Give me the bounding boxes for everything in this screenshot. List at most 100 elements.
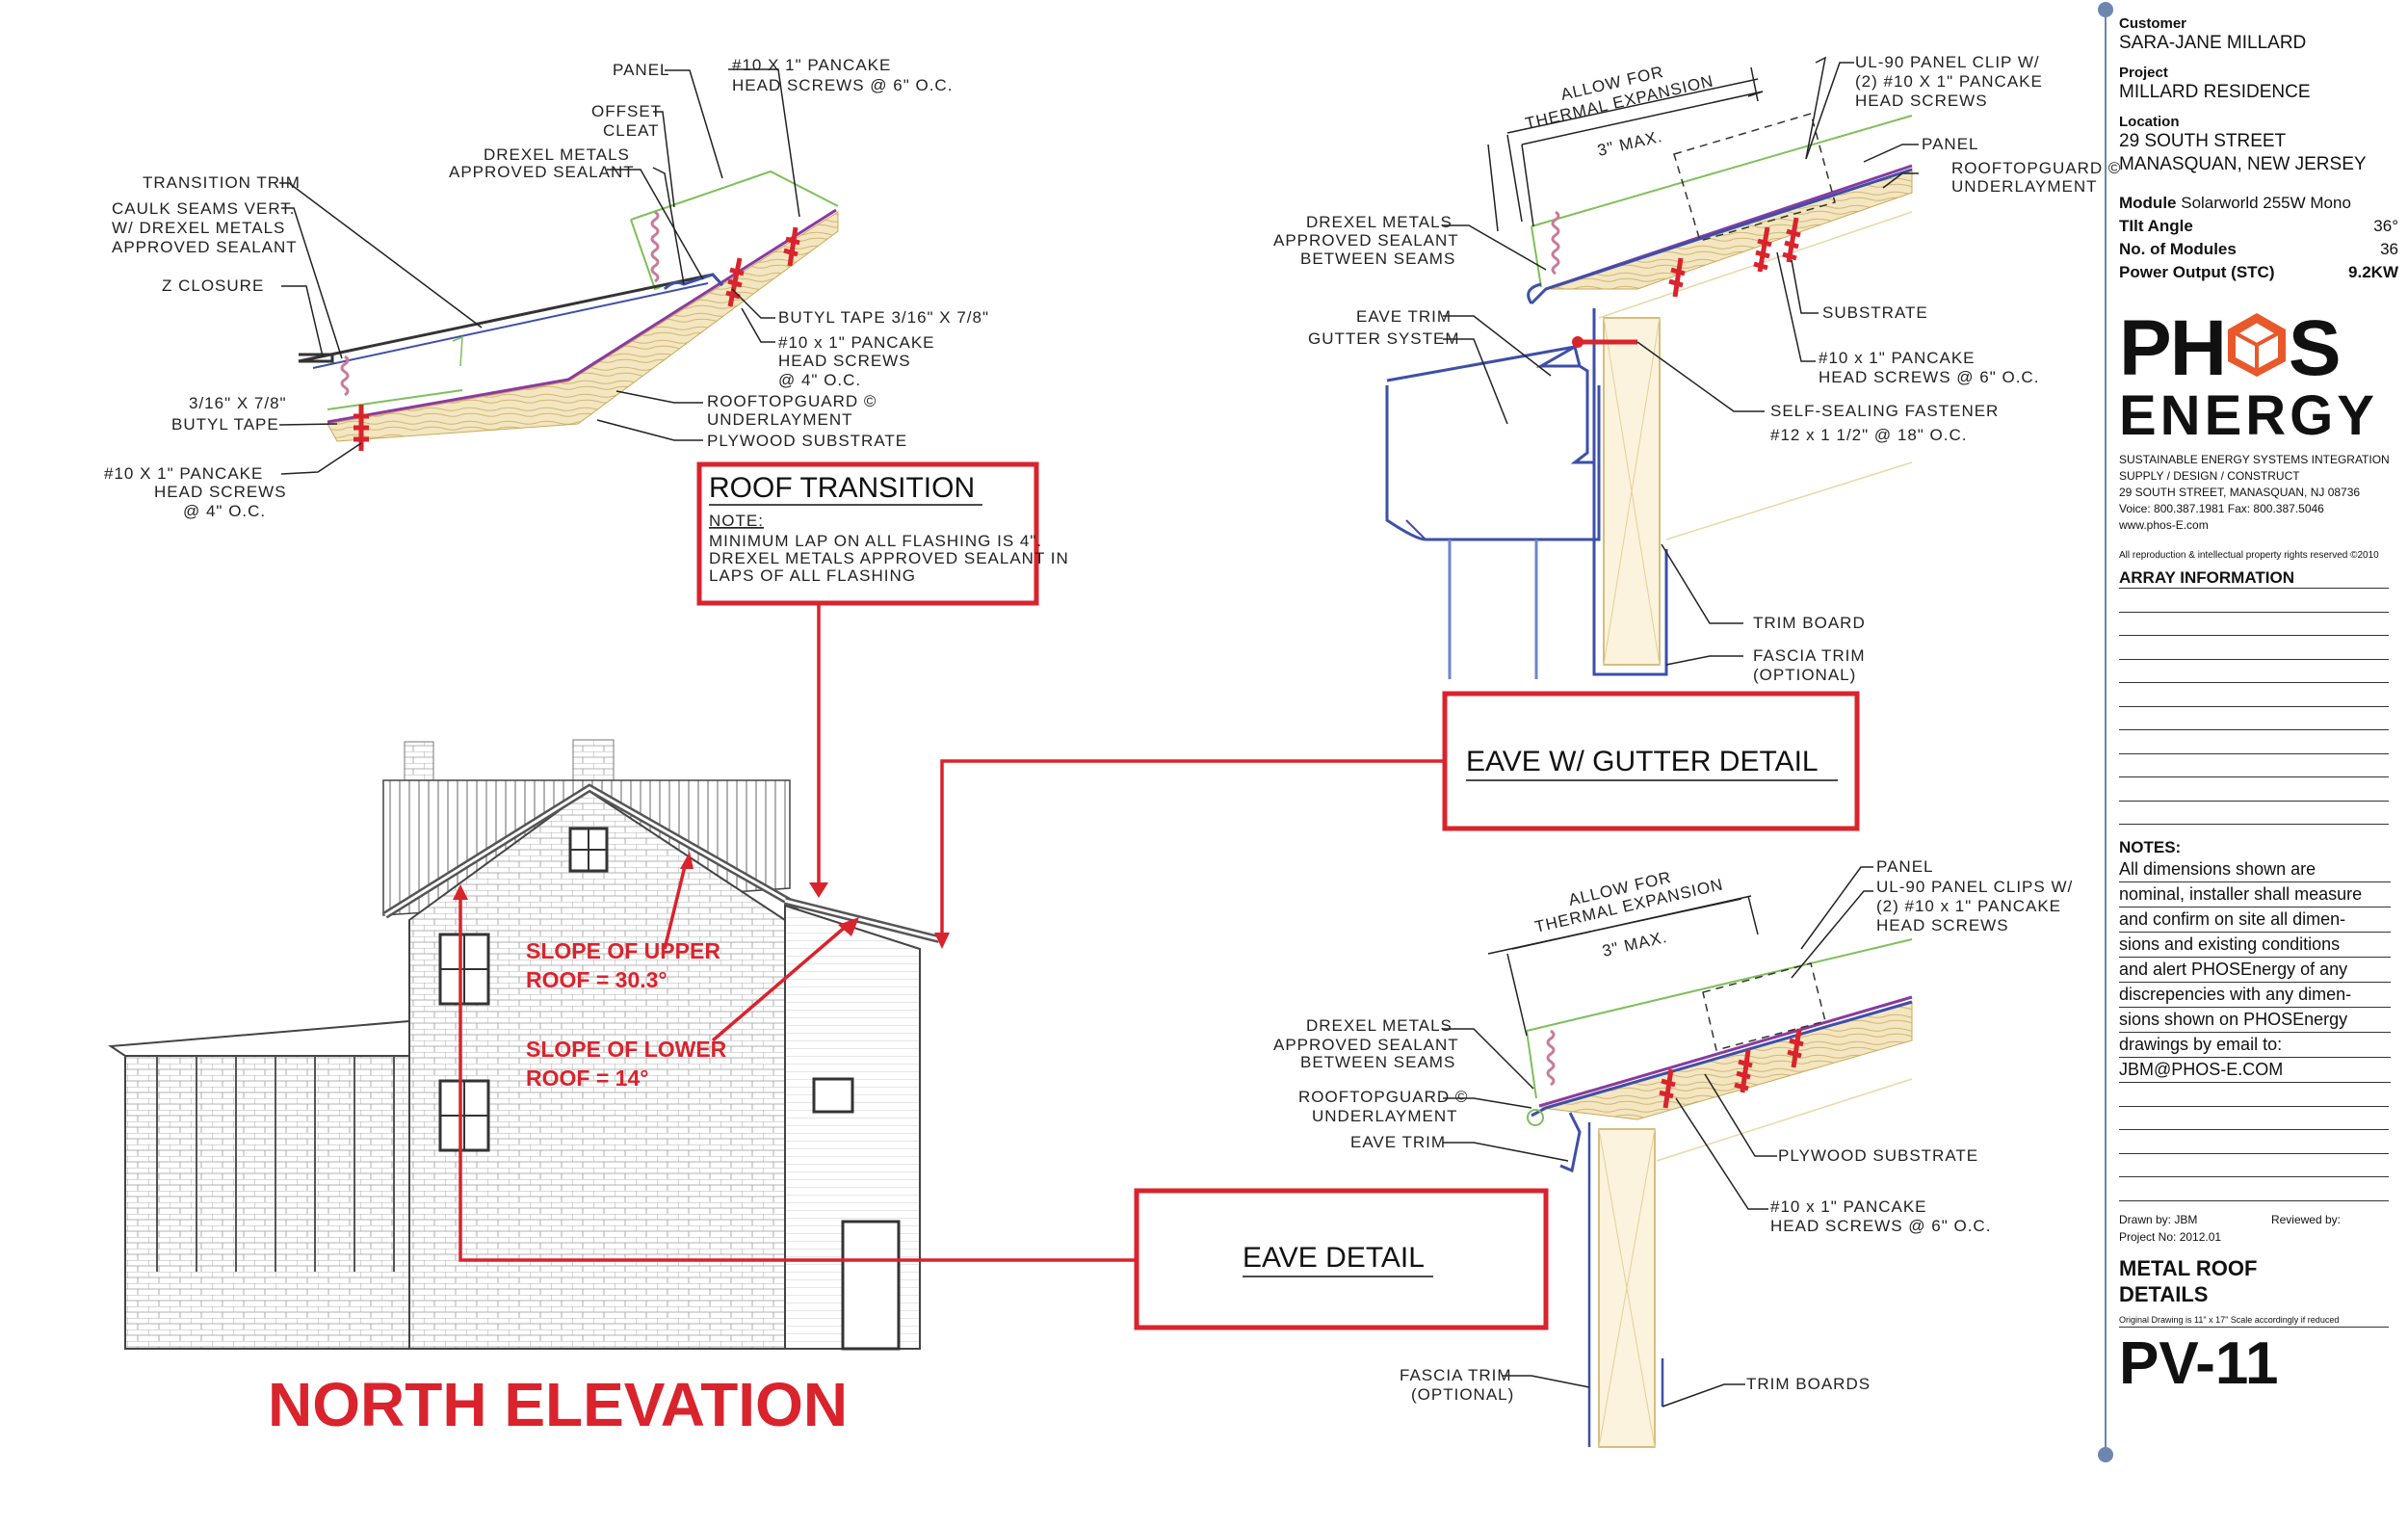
note-line-1: All dimensions shown are [2119,857,2391,882]
eave-clips-1: UL-90 PANEL CLIPS W/ [1876,878,2073,896]
power-value: 9.2KW [2348,263,2398,281]
rt-offset-1: OFFSET [591,102,662,120]
eave-plywood: PLYWOOD SUBSTRATE [1778,1146,1978,1165]
note-line-8: drawings by email to: [2119,1033,2391,1058]
rt-caulk-1: CAULK SEAMS VERT. [112,199,296,218]
company-line-2: SUPPLY / DESIGN / CONSTRUCT [2119,469,2300,483]
module-label: Module [2119,194,2177,212]
roof-transition-detail: PANEL #10 X 1" PANCAKE HEAD SCREWS @ 6" … [104,56,1068,606]
sheet-title-line-2: DETAILS [2119,1281,2209,1306]
rt-panel-label: PANEL [613,61,670,79]
company-line-1: SUSTAINABLE ENERGY SYSTEMS INTEGRATION [2119,453,2390,466]
logo-energy: ENERGY [2119,384,2378,447]
eave-underlayment-2: UNDERLAYMENT [1312,1107,1457,1125]
eave-gutter-box [1442,691,1860,831]
rt-sealant-1: DREXEL METALS [484,145,630,164]
eave-max: 3" MAX. [1601,928,1669,960]
array-info-lines [2119,589,2389,825]
eg-clip-1: UL-90 PANEL CLIP W/ [1855,53,2040,71]
eave-detail: ALLOW FOR THERMAL EXPANSION 3" MAX. PANE… [1134,857,2073,1448]
slope-upper-1: SLOPE OF UPPER [526,938,720,963]
sheet-title: METAL ROOF DETAILS [2119,1255,2400,1307]
tilt-value: 36° [2373,217,2398,235]
module-value: Solarworld 255W Mono [2181,194,2351,212]
rt-plywood: PLYWOOD SUBSTRATE [707,432,907,450]
note-line-4: sions and existing conditions [2119,933,2391,958]
eg-screws-1: #10 x 1" PANCAKE [1819,349,1976,367]
rt-screws-right-2: HEAD SCREWS [778,352,911,370]
drawn-by: Drawn by: JBM [2119,1212,2198,1226]
location-line-1: 29 SOUTH STREET [2119,131,2287,151]
modules-label: No. of Modules [2119,240,2237,258]
eg-substrate: SUBSTRATE [1822,303,1928,322]
eave-fascia-2: (OPTIONAL) [1411,1385,1514,1404]
note-line-3: and confirm on site all dimen- [2119,908,2391,933]
eave-clips-2: (2) #10 x 1" PANCAKE [1876,897,2061,915]
eg-trim-board-label: TRIM BOARD [1753,614,1866,632]
project-value: MILLARD RESIDENCE [2119,82,2311,102]
rt-butyl-right: BUTYL TAPE 3/16" X 7/8" [778,308,989,327]
rt-offset-2: CLEAT [603,121,660,140]
logo-phos-s: S [2288,304,2342,392]
logo-phos-ph: PH [2119,304,2227,392]
title-block-rail [2098,2,2113,1462]
slope-upper-2: ROOF = 30.3° [526,967,667,992]
eg-fastener-1: SELF-SEALING FASTENER [1770,402,1999,420]
drawn-reviewed-row: Drawn by: JBM Reviewed by: [2119,1213,2341,1226]
sheet-title-line-1: METAL ROOF [2119,1255,2258,1280]
rt-note-line-1: MINIMUM LAP ON ALL FLASHING IS 4". [709,532,1042,550]
original-drawing-note: Original Drawing is 11" x 17" Scale acco… [2119,1313,2389,1328]
project-number: Project No: 2012.01 [2119,1229,2222,1244]
eg-underlayment-1: ROOFTOPGUARD © [1951,159,2121,177]
rights-text: All reproduction & intellectual property… [2119,550,2379,561]
eg-sealant-3: BETWEEN SEAMS [1300,250,1455,268]
eave-clips-3: HEAD SCREWS [1876,916,2009,934]
project-label: Project [2119,65,2168,81]
eg-sealant-2: APPROVED SEALANT [1273,231,1459,250]
eave-sealant-2: APPROVED SEALANT [1273,1036,1459,1054]
eave-gutter-title: EAVE W/ GUTTER DETAIL [1466,746,1819,777]
eg-eave-trim: EAVE TRIM [1356,307,1452,326]
note-line-2: nominal, installer shall measure [2119,882,2391,908]
eg-gutter: GUTTER SYSTEM [1308,329,1460,348]
reviewed-by: Reviewed by: [2270,1212,2341,1226]
rt-note-line-3: LAPS OF ALL FLASHING [709,566,916,585]
rt-screws-top-2: HEAD SCREWS @ 6" O.C. [732,76,953,94]
location-line-2: MANASQUAN, NEW JERSEY [2119,154,2367,174]
customer-label: Customer [2119,15,2187,32]
eave-underlayment-1: ROOFTOPGUARD © [1298,1088,1468,1106]
rt-sealant-2: APPROVED SEALANT [449,163,635,181]
rt-butyl-left-b: BUTYL TAPE [171,415,279,434]
company-line-5: www.phos-E.com [2119,518,2209,532]
eave-box [1134,1188,1549,1330]
rt-butyl-left-a: 3/16" X 7/8" [189,394,287,412]
location-label: Location [2119,114,2180,130]
rt-caulk-2: W/ DREXEL METALS [112,219,285,237]
eg-max: 3" MAX. [1596,127,1664,160]
rt-note-label: NOTE: [709,512,764,530]
power-row: Power Output (STC) 9.2KW [2119,261,2398,284]
notes-heading: NOTES: [2119,838,2182,856]
rt-screws-left-3: @ 4" O.C. [183,502,266,520]
company-line-4: Voice: 800.387.1981 Fax: 800.387.5046 [2119,502,2324,515]
tilt-label: TIlt Angle [2119,217,2193,235]
eave-sealant-3: BETWEEN SEAMS [1300,1053,1455,1071]
company-line-3: 29 SOUTH STREET, MANASQUAN, NJ 08736 [2119,486,2361,499]
eg-fascia-2: (OPTIONAL) [1753,666,1856,684]
rt-screws-left-1: #10 X 1" PANCAKE [104,464,263,483]
eg-underlayment-2: UNDERLAYMENT [1951,177,2097,196]
rt-screws-left-2: HEAD SCREWS [154,483,287,501]
roof-transition-title: ROOF TRANSITION [709,472,975,504]
note-line-7: sions shown on PHOSEnergy [2119,1008,2391,1033]
tilt-row: TIlt Angle 36° [2119,215,2398,238]
eg-fastener-2: #12 x 1 1/2" @ 18" O.C. [1770,426,1967,444]
note-line-9: JBM@PHOS-E.COM [2119,1058,2391,1083]
notes-extra-lines [2119,1083,2389,1201]
rt-screws-right-3: @ 4" O.C. [778,371,861,389]
title-block: Customer SARA-JANE MILLARD Project MILLA… [2098,0,2408,1521]
eave-screws-1: #10 x 1" PANCAKE [1770,1197,1927,1216]
